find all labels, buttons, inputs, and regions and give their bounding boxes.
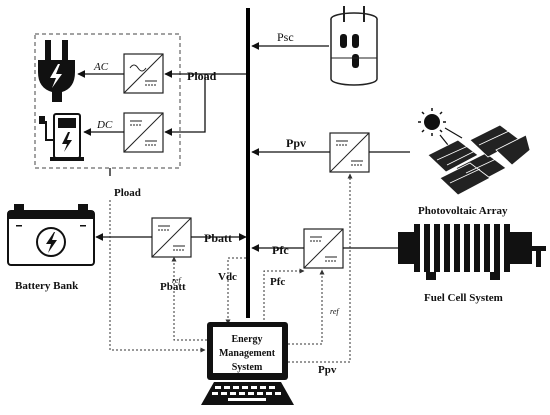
ac-plug-icon [38, 40, 75, 102]
label-pload-left: Pload [114, 187, 141, 199]
label-pload-top: Pload [187, 69, 217, 83]
label-psc: Psc [277, 30, 294, 44]
solar-panel-icon [427, 124, 531, 196]
ems-line3: System [232, 362, 263, 373]
label-vdc: Vdc [218, 271, 237, 283]
label-ppv-bottom: Ppv [318, 364, 337, 376]
load-box [34, 33, 181, 169]
pload-signal [109, 200, 206, 353]
label-ac: AC [93, 61, 109, 73]
supercapacitor-icon [330, 6, 378, 86]
ems-computer-icon [201, 322, 294, 405]
sun-icon [418, 108, 463, 151]
label-fuel-cell: Fuel Cell System [424, 292, 503, 304]
ems-line1: Energy [231, 334, 262, 345]
fuel-cell-icon [398, 224, 546, 280]
pfc-ref-signal [263, 268, 305, 324]
vdc-signal [225, 257, 246, 325]
label-pfc-top: Pfc [272, 243, 289, 257]
battery-icon [7, 204, 95, 266]
label-battery-bank: Battery Bank [15, 280, 79, 292]
ems-line2: Management [219, 348, 276, 359]
fc-ref-signal [288, 269, 325, 345]
label-ppv-top: Ppv [286, 136, 306, 150]
label-pbatt: Pbatt [204, 231, 232, 245]
label-pbatt-ref: Pbatt [160, 281, 186, 293]
label-pv-array: Photovoltaic Array [418, 205, 508, 217]
label-pfc-ref: Pfc [270, 276, 285, 288]
label-ref-batt: ref [172, 276, 182, 285]
pload-branch [164, 74, 206, 136]
label-ref-mid: ref [330, 307, 340, 316]
pbatt-ref-signal [171, 256, 207, 341]
label-dc: DC [96, 119, 113, 131]
ppv-ref-signal [288, 173, 353, 363]
ev-charger-icon [39, 113, 84, 161]
